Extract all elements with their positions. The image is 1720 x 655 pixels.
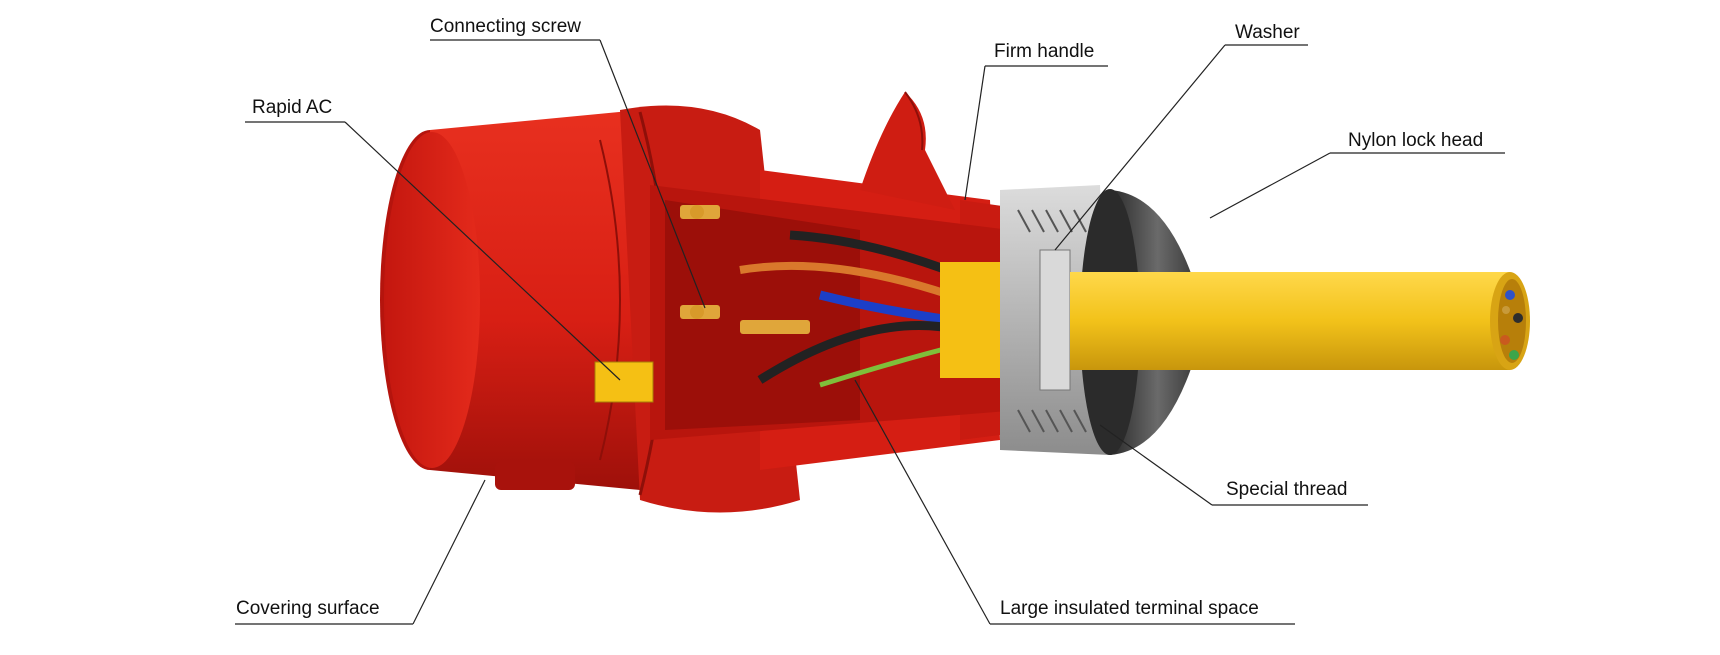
label-rapid-ac: Rapid AC <box>252 97 332 118</box>
cable <box>1070 272 1530 370</box>
label-special-thread: Special thread <box>1226 479 1347 500</box>
callout-firm-handle: Firm handle <box>964 41 1108 201</box>
callout-connecting-screw: Connecting screw <box>430 16 706 309</box>
label-connecting-screw: Connecting screw <box>430 16 581 37</box>
callout-special-thread: Special thread <box>1099 424 1368 506</box>
label-washer: Washer <box>1235 22 1300 43</box>
callout-nylon-lock-head: Nylon lock head <box>1209 130 1505 219</box>
callouts: Connecting screw Rapid AC Firm handle Wa… <box>235 16 1505 625</box>
callout-rapid-ac: Rapid AC <box>245 97 621 381</box>
label-covering-surface: Covering surface <box>236 598 380 619</box>
plug-illustration <box>380 91 1530 513</box>
callout-large-insulated-terminal-space: Large insulated terminal space <box>854 379 1295 625</box>
callout-covering-surface: Covering surface <box>235 479 486 625</box>
label-firm-handle: Firm handle <box>994 41 1094 62</box>
label-large-insulated-terminal-space: Large insulated terminal space <box>1000 598 1259 619</box>
label-nylon-lock-head: Nylon lock head <box>1348 130 1483 151</box>
callout-washer: Washer <box>1054 22 1308 251</box>
